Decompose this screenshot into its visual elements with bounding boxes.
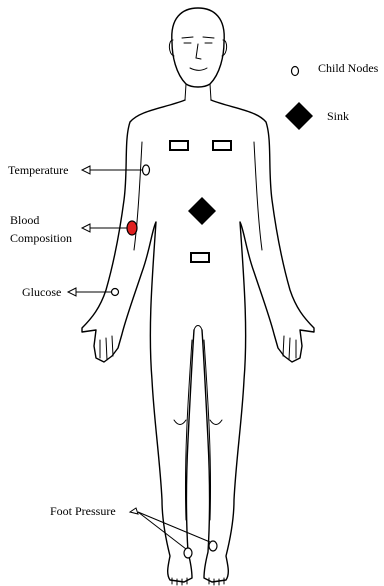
implant-rect [191, 253, 209, 262]
right-inner-arm [254, 142, 262, 250]
temperature-label: Temperature [8, 163, 68, 177]
foot-pressure-label: Foot Pressure [50, 504, 116, 518]
arrow-head-icon [130, 508, 138, 514]
arrow-head-icon [68, 288, 76, 296]
foot-pressure-node-left [184, 548, 192, 558]
blood-composition-label-line1: Blood [10, 213, 39, 227]
legend-child-nodes-label: Child Nodes [318, 61, 379, 75]
body-right-contour [202, 100, 314, 582]
blood-composition-node [127, 221, 137, 235]
temperature-node [143, 165, 150, 175]
legend-sink-icon [285, 102, 313, 130]
glucose-node [112, 289, 119, 296]
implant-rect [213, 141, 231, 150]
leader-lines [68, 166, 210, 549]
arrow-head-icon [82, 166, 90, 174]
crotch [194, 326, 202, 331]
right-knee [210, 420, 222, 425]
glucose-label: Glucose [22, 285, 61, 299]
arrow-head-icon [82, 224, 90, 232]
blood-composition-label-line2: Composition [10, 231, 72, 245]
face [182, 37, 214, 70]
implant-rect [170, 141, 188, 150]
body-sink-diamond [188, 197, 216, 225]
legend: Child Nodes Sink [285, 61, 379, 130]
legend-sink-label: Sink [327, 109, 349, 123]
left-knee [174, 420, 186, 425]
foot-pressure-node-right [209, 541, 217, 551]
human-body-outline [82, 8, 314, 585]
legend-child-node-icon [292, 67, 299, 76]
